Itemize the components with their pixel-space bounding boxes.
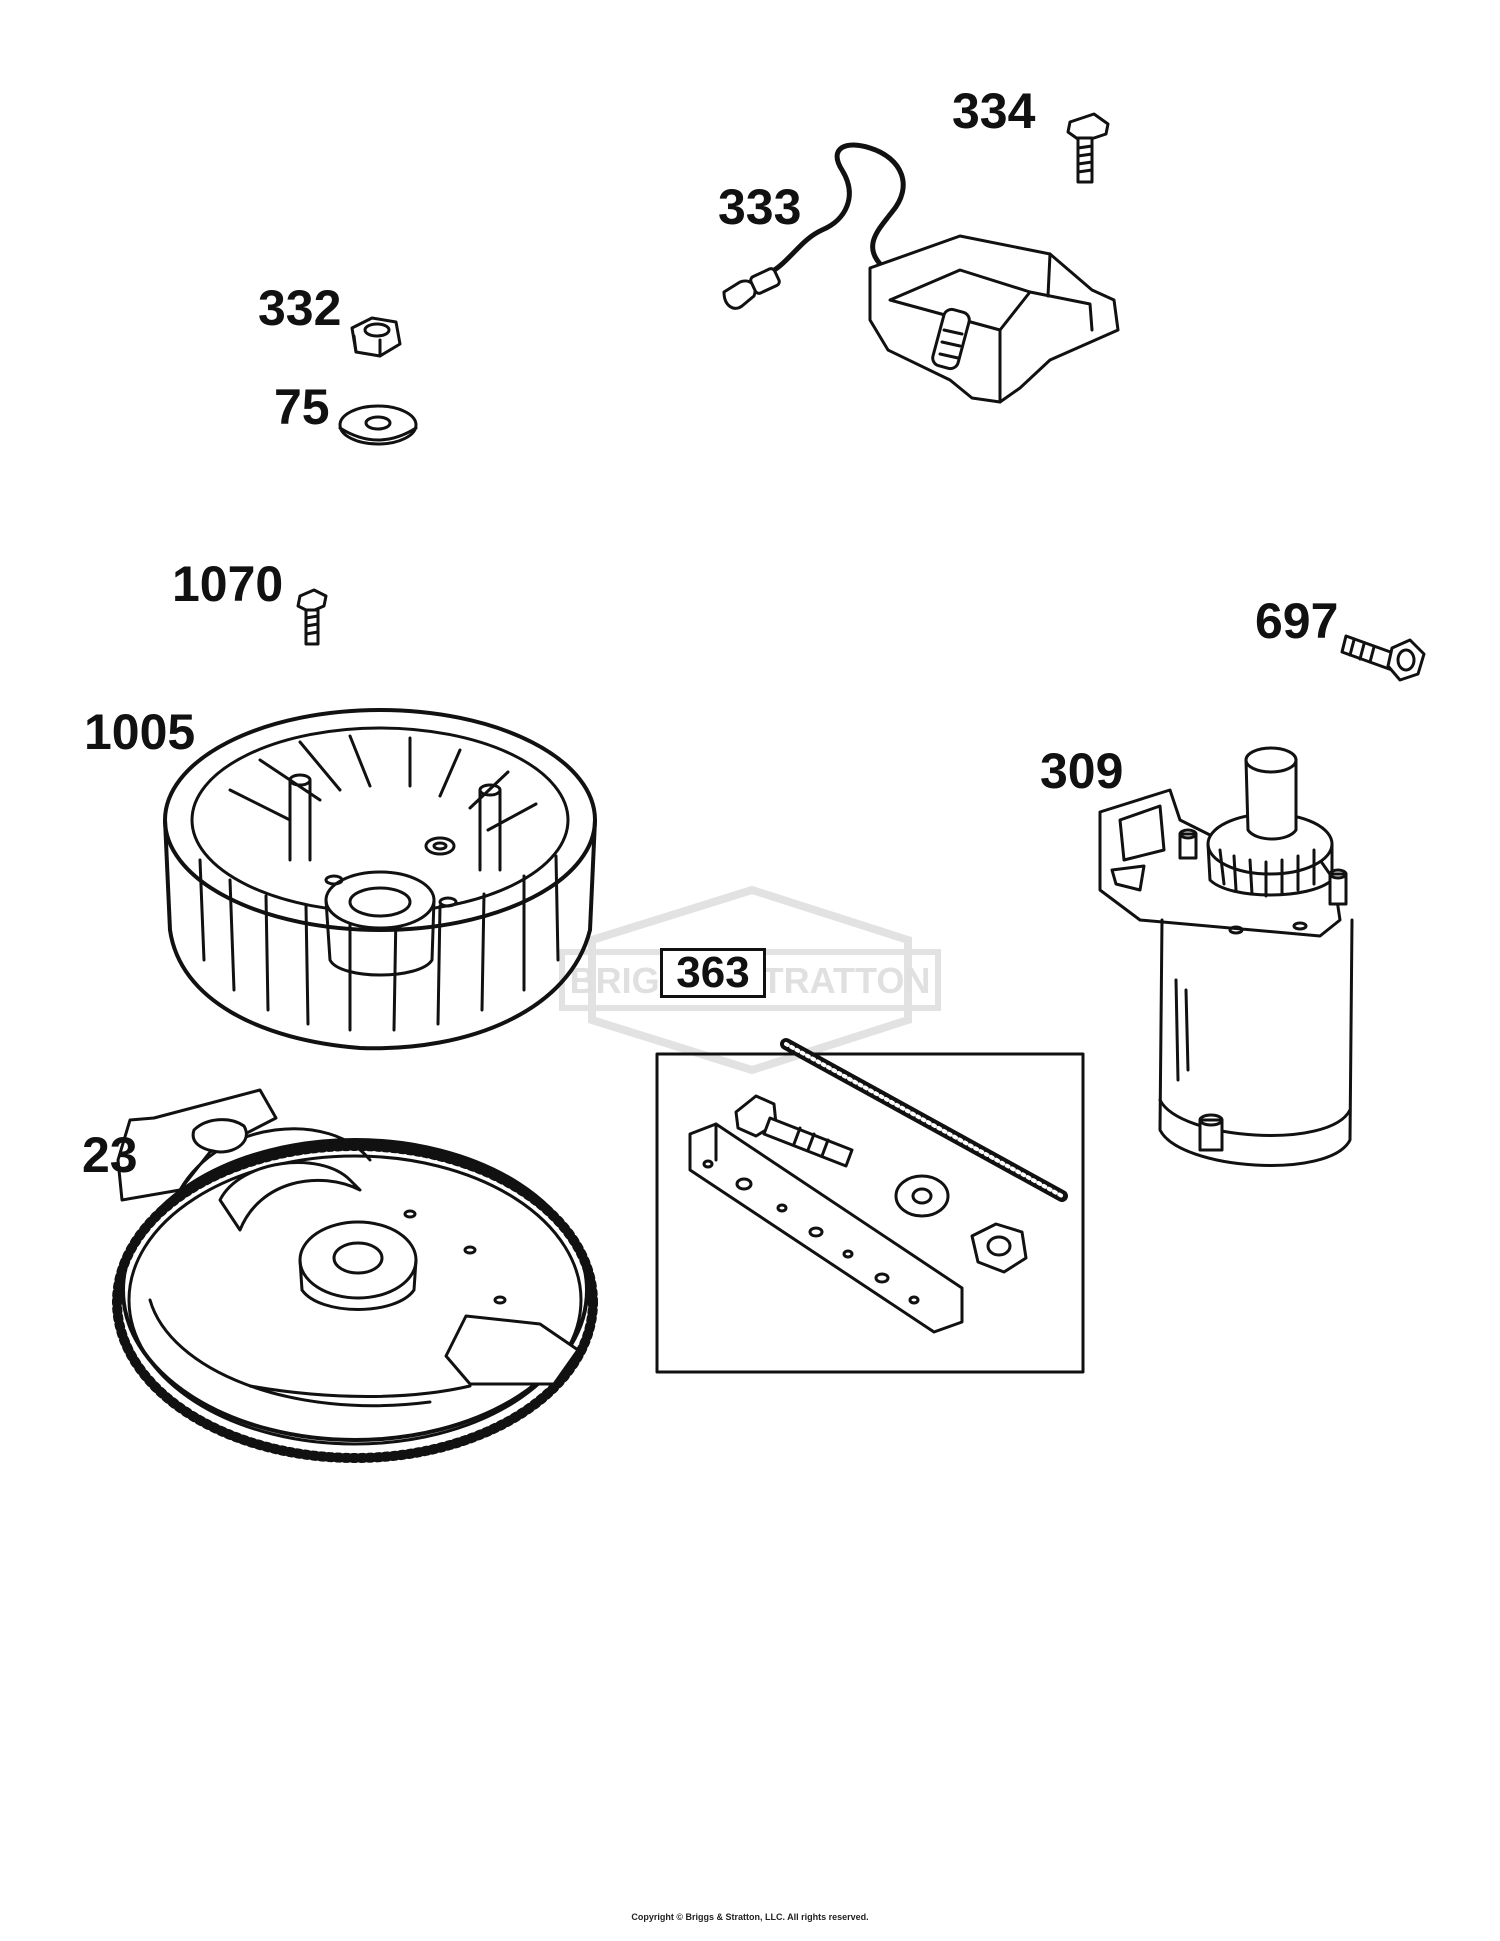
callout-697[interactable]: 697	[1255, 593, 1339, 649]
starter-motor-309-icon[interactable]	[1098, 746, 1354, 1167]
kit-363-box[interactable]	[655, 1052, 1085, 1374]
callout-332[interactable]: 332	[258, 280, 342, 336]
ignition-coil-333-icon[interactable]	[722, 142, 1120, 404]
callout-333[interactable]: 333	[718, 179, 802, 235]
callout-363[interactable]: 363	[660, 948, 766, 998]
callout-1070[interactable]: 1070	[172, 556, 284, 612]
callout-23[interactable]: 23	[82, 1127, 138, 1183]
callout-1005[interactable]: 1005	[84, 704, 196, 760]
kit-bar-icon[interactable]	[688, 1122, 964, 1334]
callout-75[interactable]: 75	[274, 379, 330, 435]
callout-334[interactable]: 334	[952, 83, 1036, 139]
washer-75-icon[interactable]	[338, 404, 418, 446]
copyright-notice: Copyright © Briggs & Stratton, LLC. All …	[631, 1912, 869, 1922]
callout-309[interactable]: 309	[1040, 743, 1124, 799]
bolt-697-icon[interactable]	[1340, 634, 1426, 682]
screw-1070-icon[interactable]	[296, 588, 328, 646]
kit-washer-icon[interactable]	[894, 1174, 950, 1218]
flywheel-23-icon[interactable]	[112, 1088, 598, 1463]
kit-bolt-icon[interactable]	[734, 1094, 854, 1168]
threaded-rod-icon[interactable]	[780, 1038, 1068, 1202]
bolt-334-icon[interactable]	[1066, 112, 1110, 184]
kit-nut-icon[interactable]	[970, 1222, 1028, 1274]
flywheel-fan-1005-icon[interactable]	[163, 708, 597, 1051]
nut-332-icon[interactable]	[350, 316, 402, 358]
